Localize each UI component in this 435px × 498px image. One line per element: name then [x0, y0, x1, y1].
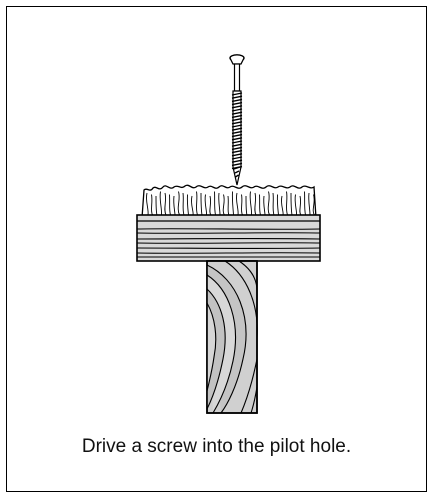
screw-thread: [231, 111, 243, 115]
shaving-curl: [308, 192, 311, 216]
shaving-curl: [245, 195, 248, 216]
screw-thread: [231, 92, 243, 96]
shaving-curl: [290, 192, 293, 216]
screw-thread: [234, 170, 240, 174]
screw-thread: [235, 174, 239, 178]
screw-thread: [231, 137, 243, 141]
shaving-curl: [151, 194, 153, 216]
shaving-curl: [231, 191, 234, 216]
shaving-curl: [222, 194, 225, 216]
shaving-curl: [173, 195, 176, 216]
screw-thread: [231, 143, 243, 147]
screw-diagram: [136, 54, 321, 414]
screw-thread: [231, 156, 243, 160]
screw-thread: [233, 166, 241, 170]
screw-shank: [233, 63, 241, 92]
screw-thread: [231, 114, 243, 119]
screw-thread: [231, 117, 243, 122]
shaving-curl: [276, 194, 279, 216]
shaving-curl: [177, 191, 180, 216]
shaving-curl: [164, 192, 167, 216]
screw-thread: [231, 130, 243, 135]
shaving-curl: [272, 192, 275, 216]
shaving-curl: [214, 191, 216, 216]
screw: [229, 54, 245, 186]
shaving-curl: [186, 194, 189, 216]
screw-thread: [231, 153, 243, 157]
shaving-curl: [263, 195, 266, 216]
screw-thread: [231, 127, 243, 131]
shaving-curl: [249, 191, 252, 216]
screw-thread: [231, 162, 243, 167]
figure-frame: Drive a screw into the pilot hole.: [6, 6, 427, 492]
shaving-curl: [204, 194, 207, 216]
shaving-curl: [169, 194, 171, 216]
top-board: [136, 214, 321, 262]
shaving-curl: [312, 194, 315, 216]
shaving-curl: [286, 191, 288, 216]
screw-thread: [231, 124, 243, 128]
screw-thread: [231, 133, 243, 138]
screw-thread: [231, 140, 243, 144]
screw-thread: [231, 108, 243, 112]
shaving-curl: [218, 192, 221, 216]
shaving-curl: [281, 195, 284, 216]
vertical-post: [206, 260, 258, 414]
shaving-curl: [155, 195, 158, 216]
shaving-curl: [146, 192, 149, 216]
shaving-curl: [209, 195, 212, 216]
screw-thread: [231, 159, 243, 163]
shaving-curl: [227, 195, 230, 216]
shaving-curl: [200, 192, 203, 216]
shaving-curl: [299, 195, 302, 216]
figure-caption: Drive a screw into the pilot hole.: [81, 436, 352, 457]
wood-shavings: [141, 184, 317, 219]
screw-thread: [231, 149, 243, 154]
screw-thread: [231, 95, 243, 99]
shaving-curl: [259, 194, 261, 216]
shaving-curl: [294, 194, 297, 216]
screw-thread: [231, 121, 243, 125]
shaving-curl: [191, 195, 194, 216]
shaving-curl: [267, 191, 270, 216]
screw-thread: [231, 146, 243, 151]
screw-thread: [231, 101, 243, 106]
screw-thread: [231, 105, 243, 109]
shaving-curl: [182, 192, 185, 216]
shaving-curl: [304, 191, 306, 216]
screw-thread: [231, 98, 243, 103]
shaving-curl: [254, 192, 257, 216]
shaving-curl: [236, 192, 239, 216]
shaving-curl: [159, 191, 162, 216]
shaving-curl: [241, 194, 243, 216]
shaving-curl: [196, 191, 198, 216]
